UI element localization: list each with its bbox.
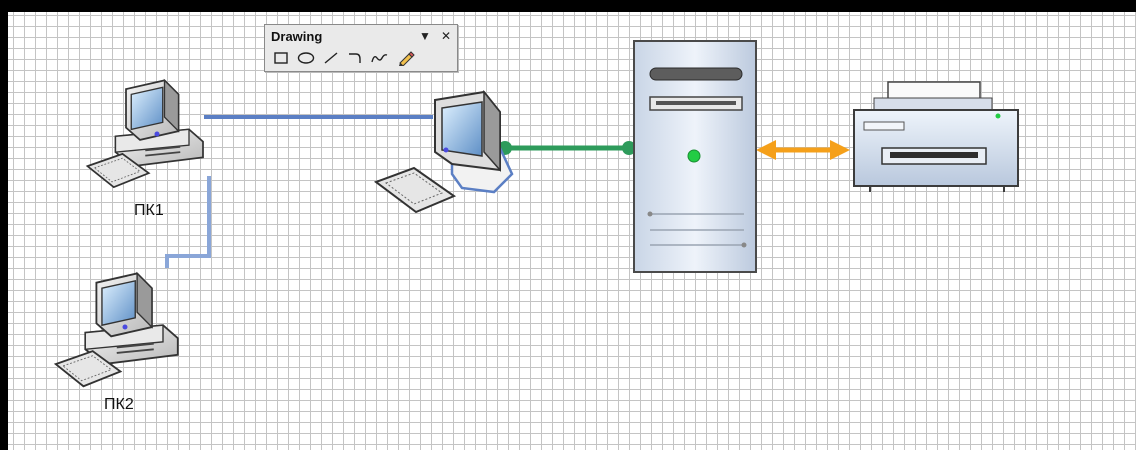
pc1-computer[interactable] bbox=[86, 79, 204, 189]
line-tool-button[interactable] bbox=[323, 51, 339, 65]
toolbar-title-bar[interactable]: Drawing ▼ ✕ bbox=[265, 25, 457, 47]
pencil-tool-button[interactable] bbox=[397, 50, 415, 66]
network-link-pc1-pc2[interactable] bbox=[165, 176, 211, 268]
arrow-server-printer[interactable] bbox=[756, 140, 850, 160]
pc1-label: ПК1 bbox=[134, 202, 164, 219]
arc-icon bbox=[349, 53, 361, 63]
ellipse-icon bbox=[297, 52, 315, 64]
connector-dot-right bbox=[622, 141, 636, 155]
pencil-icon bbox=[399, 51, 415, 66]
connection-point-icon bbox=[154, 131, 160, 137]
rectangle-icon bbox=[274, 52, 288, 64]
connection-point-icon bbox=[122, 324, 128, 330]
line-icon bbox=[324, 52, 338, 64]
workstation-computer[interactable] bbox=[373, 89, 514, 214]
pc2-label: ПК2 bbox=[104, 396, 134, 413]
ellipse-tool-button[interactable] bbox=[297, 51, 315, 65]
drawing-toolbar[interactable]: Drawing ▼ ✕ bbox=[264, 24, 458, 72]
rectangle-tool-button[interactable] bbox=[273, 51, 289, 65]
freeform-icon bbox=[371, 54, 388, 63]
connection-point-icon bbox=[443, 147, 449, 153]
printer[interactable] bbox=[853, 81, 1019, 192]
toolbar-options-icon[interactable]: ▼ bbox=[419, 29, 431, 43]
arc-tool-button[interactable] bbox=[347, 51, 363, 65]
pc2-computer[interactable] bbox=[54, 272, 179, 388]
power-led-icon bbox=[687, 149, 701, 163]
freeform-tool-button[interactable] bbox=[371, 51, 389, 65]
toolbar-title: Drawing bbox=[271, 28, 323, 44]
server-tower[interactable] bbox=[633, 40, 757, 273]
close-icon[interactable]: ✕ bbox=[440, 29, 451, 43]
